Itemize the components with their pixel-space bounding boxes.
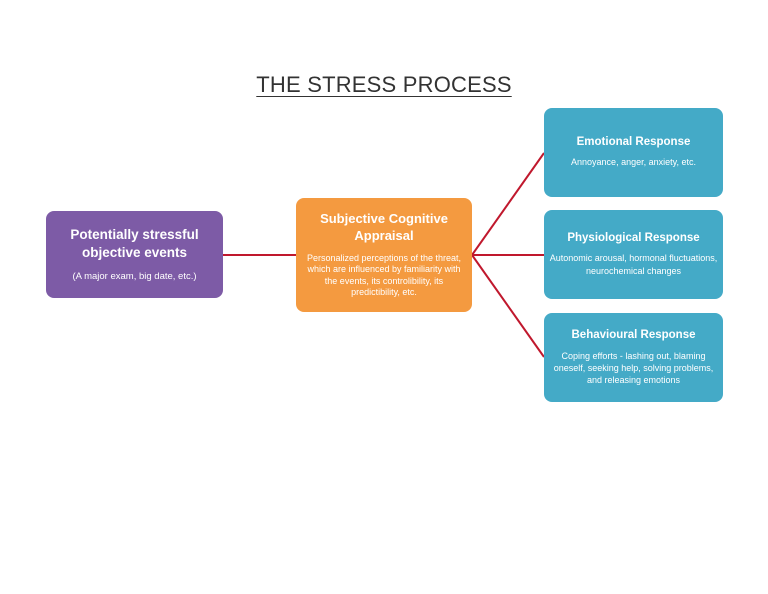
connector-appraisal-emotional — [471, 152, 545, 256]
behavioural-response-box: Behavioural Response Coping efforts - la… — [544, 313, 723, 402]
emotional-response-box: Emotional Response Annoyance, anger, anx… — [544, 108, 723, 197]
physiological-response-heading: Physiological Response — [567, 232, 700, 245]
emotional-response-description: Annoyance, anger, anxiety, etc. — [571, 157, 696, 168]
events-heading: Potentially stressful objective events — [70, 227, 199, 260]
emotional-response-heading: Emotional Response — [576, 136, 691, 149]
appraisal-box: Subjective Cognitive Appraisal Personali… — [296, 198, 472, 312]
physiological-response-description: Autonomic arousal, hormonal fluctuations… — [549, 253, 718, 276]
physiological-response-box: Physiological Response Autonomic arousal… — [544, 210, 723, 299]
connector-appraisal-behavioural — [471, 254, 545, 358]
events-box: Potentially stressful objective events (… — [46, 211, 223, 298]
behavioural-response-heading: Behavioural Response — [571, 328, 696, 341]
events-description: (A major exam, big date, etc.) — [72, 270, 197, 282]
behavioural-response-description: Coping efforts - lashing out, blaming on… — [553, 350, 714, 386]
appraisal-description: Personalized perceptions of the threat, … — [306, 252, 462, 298]
page-title: THE STRESS PROCESS — [256, 72, 512, 97]
appraisal-heading: Subjective Cognitive Appraisal — [320, 211, 448, 243]
